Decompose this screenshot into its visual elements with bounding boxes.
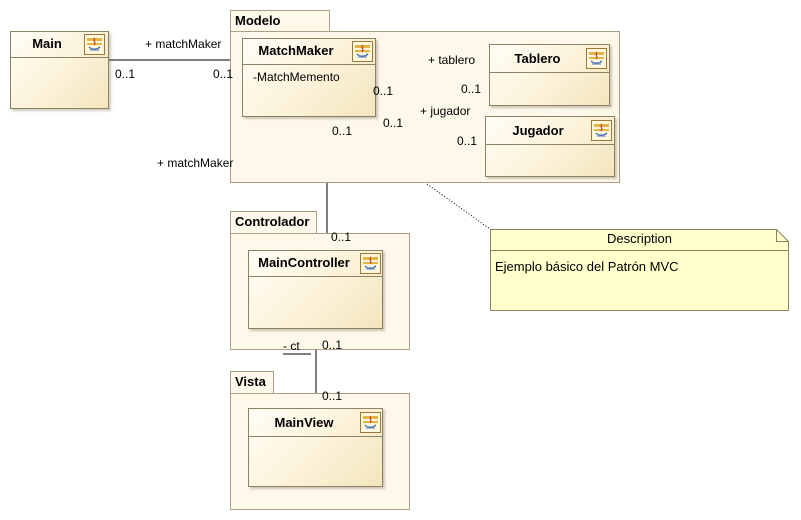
multiplicity-tablero-src: 0..1 <box>373 84 394 98</box>
package-modelo-label: Modelo <box>235 13 281 28</box>
role-label-tablero: + tablero <box>428 53 476 67</box>
package-vista-tab[interactable]: Vista <box>230 371 274 394</box>
multiplicity-view-bottom: 0..1 <box>322 389 343 403</box>
class-main[interactable]: Main <box>10 31 109 109</box>
class-tablero[interactable]: Tablero <box>489 44 610 106</box>
role-label-main-matchmaker: + matchMaker <box>145 37 222 51</box>
class-maincontroller[interactable]: MainController <box>248 250 383 329</box>
multiplicity-main-left: 0..1 <box>115 67 136 81</box>
description-note[interactable]: Description Ejemplo básico del Patrón MV… <box>490 229 789 311</box>
class-matchmaker-name: MatchMaker <box>258 43 334 58</box>
multiplicity-tablero-dst: 0..1 <box>461 82 482 96</box>
note-title: Description <box>606 231 673 246</box>
multiplicity-controller-bottom: 0..1 <box>331 230 352 244</box>
java-class-icon <box>360 412 381 433</box>
java-class-icon <box>352 41 373 62</box>
package-controlador-tab[interactable]: Controlador <box>230 211 317 234</box>
role-label-jugador: + jugador <box>420 104 471 118</box>
note-text: Ejemplo básico del Patrón MVC <box>495 259 679 274</box>
class-main-name: Main <box>32 36 62 51</box>
java-class-icon <box>360 253 381 274</box>
class-matchmaker[interactable]: MatchMaker -MatchMemento <box>242 38 376 117</box>
class-jugador-name: Jugador <box>512 123 564 138</box>
note-connector <box>426 183 491 230</box>
role-label-controller-matchmaker: + matchMaker <box>157 156 234 170</box>
class-jugador[interactable]: Jugador <box>485 116 615 177</box>
multiplicity-view-top: 0..1 <box>322 338 343 352</box>
package-controlador-label: Controlador <box>235 214 310 229</box>
package-modelo-tab[interactable]: Modelo <box>230 10 330 32</box>
java-class-icon <box>84 34 105 55</box>
package-vista-label: Vista <box>235 374 266 389</box>
class-mainview-name: MainView <box>274 415 334 430</box>
class-mainview[interactable]: MainView <box>248 408 383 487</box>
class-matchmaker-attribute: -MatchMemento <box>253 70 340 84</box>
multiplicity-jugador-dst: 0..1 <box>457 134 478 148</box>
multiplicity-main-right: 0..1 <box>213 67 234 81</box>
java-class-icon <box>591 120 612 141</box>
java-class-icon <box>586 48 607 69</box>
multiplicity-jugador-src: 0..1 <box>383 116 404 130</box>
class-tablero-name: Tablero <box>514 51 561 66</box>
note-shape <box>490 229 789 311</box>
class-maincontroller-name: MainController <box>258 255 350 270</box>
role-label-view-controller: - ct <box>283 339 300 353</box>
multiplicity-controller-top: 0..1 <box>332 124 353 138</box>
